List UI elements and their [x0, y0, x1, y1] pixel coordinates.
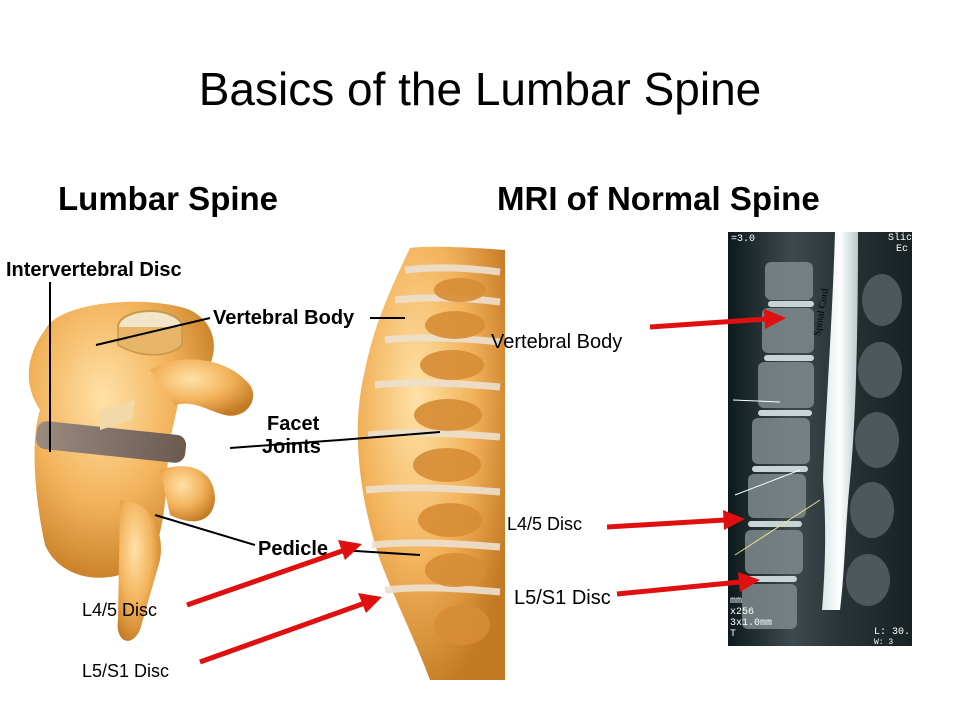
callout-l45-illustration: L4/5 Disc [82, 600, 158, 620]
callout-vertebral-body-mri: Vertebral Body [491, 331, 623, 353]
mri-arrows [606, 309, 786, 597]
mri-heading: MRI of Normal Spine [497, 180, 820, 217]
label-joints: Joints [262, 436, 321, 458]
arrow-l45-illustration [186, 547, 346, 608]
label-facet: Facet [267, 413, 320, 435]
mri-overlay-bottom-right-2: W: 3 [874, 638, 894, 647]
callout-l5s1-illustration: L5/S1 Disc [82, 661, 170, 681]
arrow-l5s1-mri [616, 579, 741, 597]
mri-overlay-bottom-left-2: x256 [730, 607, 755, 618]
arrowhead-l5s1-mri [738, 572, 760, 592]
arrow-l45-mri [606, 517, 726, 530]
slide-title: Basics of the Lumbar Spine [198, 63, 762, 115]
arrowhead-l45-illustration [338, 540, 362, 560]
mri-spinal-canal [822, 232, 858, 610]
mri-overlay-bottom-left-1: mm [730, 596, 743, 607]
mri-overlay-bottom-right-1: L: 30. [874, 627, 911, 638]
callout-l5s1-mri: L5/S1 Disc [514, 587, 611, 609]
callout-l45-mri: L4/5 Disc [507, 514, 583, 534]
arrowhead-l5s1-illustration [358, 593, 382, 613]
mri-posterior-elements [846, 274, 902, 606]
mri-overlay-bottom-left-4: T [730, 629, 737, 640]
arrow-vertebral-body-mri [649, 316, 767, 330]
label-intervertebral-disc: Intervertebral Disc [6, 259, 182, 281]
illustration-arrows [186, 540, 382, 665]
mri-overlay-top-right-1: Slic [888, 233, 913, 244]
arrowhead-l45-mri [723, 510, 745, 530]
arrowhead-vertebral-body-mri [764, 309, 786, 329]
arrow-l5s1-illustration [199, 600, 366, 665]
lumbar-spine-heading: Lumbar Spine [58, 180, 279, 217]
mri-overlay-top-left: =3.0 [731, 234, 756, 245]
vertebra-detail [28, 301, 254, 641]
label-pedicle: Pedicle [258, 538, 329, 560]
mri-overlay-top-right-2: Ec [896, 244, 909, 255]
label-vertebral-body: Vertebral Body [213, 307, 355, 329]
mri-overlay-bottom-left-3: 3x1.0mm [730, 618, 773, 629]
spine-column [357, 246, 505, 680]
